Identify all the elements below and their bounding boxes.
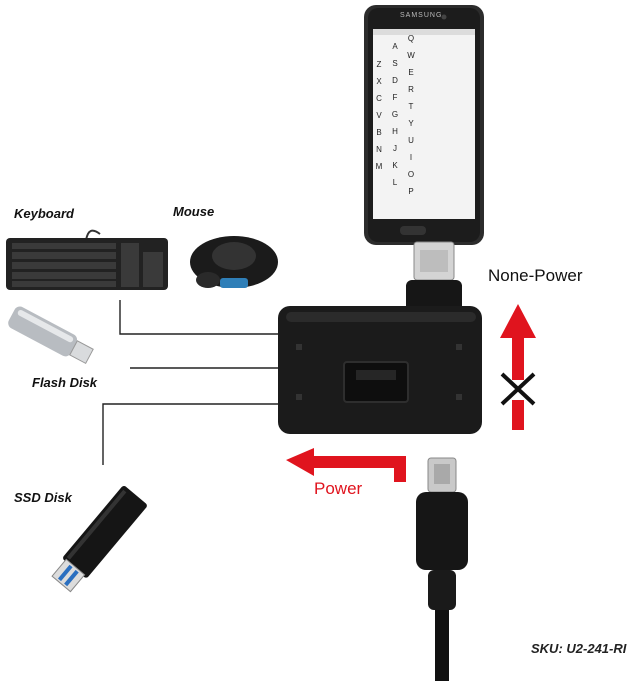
flash-disk-image: [8, 306, 94, 365]
key[interactable]: C: [376, 94, 382, 103]
otg-hub-image: [278, 306, 482, 434]
key[interactable]: U: [408, 136, 414, 145]
key[interactable]: T: [408, 102, 414, 111]
ssd-disk-image: [51, 485, 147, 593]
ssd-line: [102, 403, 278, 465]
key[interactable]: N: [376, 145, 382, 154]
key[interactable]: P: [408, 187, 414, 196]
key[interactable]: O: [407, 170, 415, 179]
none-power-arrow: [500, 304, 536, 430]
key[interactable]: I: [409, 153, 413, 162]
power-arrow: [286, 448, 406, 482]
key[interactable]: W: [407, 51, 415, 60]
key[interactable]: D: [392, 76, 398, 85]
phone-image: [364, 5, 484, 245]
key-column-1: Q W E R T Y U I O P: [404, 34, 418, 204]
phone-keyboard: Q W E R T Y U I O P A S D F G H J K L Z …: [368, 34, 448, 210]
key[interactable]: G: [391, 110, 399, 119]
none-power-label: None-Power: [488, 266, 583, 285]
keyboard-image: [6, 229, 168, 290]
key[interactable]: K: [392, 161, 398, 170]
key[interactable]: M: [375, 162, 383, 171]
key[interactable]: L: [392, 178, 398, 187]
key[interactable]: E: [408, 68, 414, 77]
flash-disk-label: Flash Disk: [32, 375, 98, 390]
keyboard-label: Keyboard: [14, 206, 74, 221]
keyboard-line: [119, 300, 278, 335]
key[interactable]: X: [376, 77, 382, 86]
key[interactable]: S: [392, 59, 398, 68]
key-column-2: A S D F G H J K L: [388, 42, 402, 195]
key[interactable]: F: [392, 93, 398, 102]
key[interactable]: A: [392, 42, 398, 51]
key[interactable]: V: [376, 111, 382, 120]
phone-brand: SAMSUNG: [400, 12, 443, 19]
mouse-label: Mouse: [173, 204, 215, 219]
key[interactable]: R: [408, 85, 414, 94]
mouse-image: [190, 236, 278, 288]
key[interactable]: H: [392, 127, 398, 136]
ssd-disk-label: SSD Disk: [14, 490, 72, 505]
key[interactable]: J: [393, 144, 397, 153]
key[interactable]: B: [376, 128, 382, 137]
key[interactable]: Q: [407, 34, 415, 43]
key[interactable]: Y: [408, 119, 414, 128]
micro-usb-cable: [416, 457, 468, 681]
sku-label: SKU: U2-241-RI: [531, 641, 627, 656]
key-column-3: Z X C V B N M: [372, 60, 386, 179]
power-label: Power: [314, 479, 363, 498]
key[interactable]: Z: [376, 60, 382, 69]
